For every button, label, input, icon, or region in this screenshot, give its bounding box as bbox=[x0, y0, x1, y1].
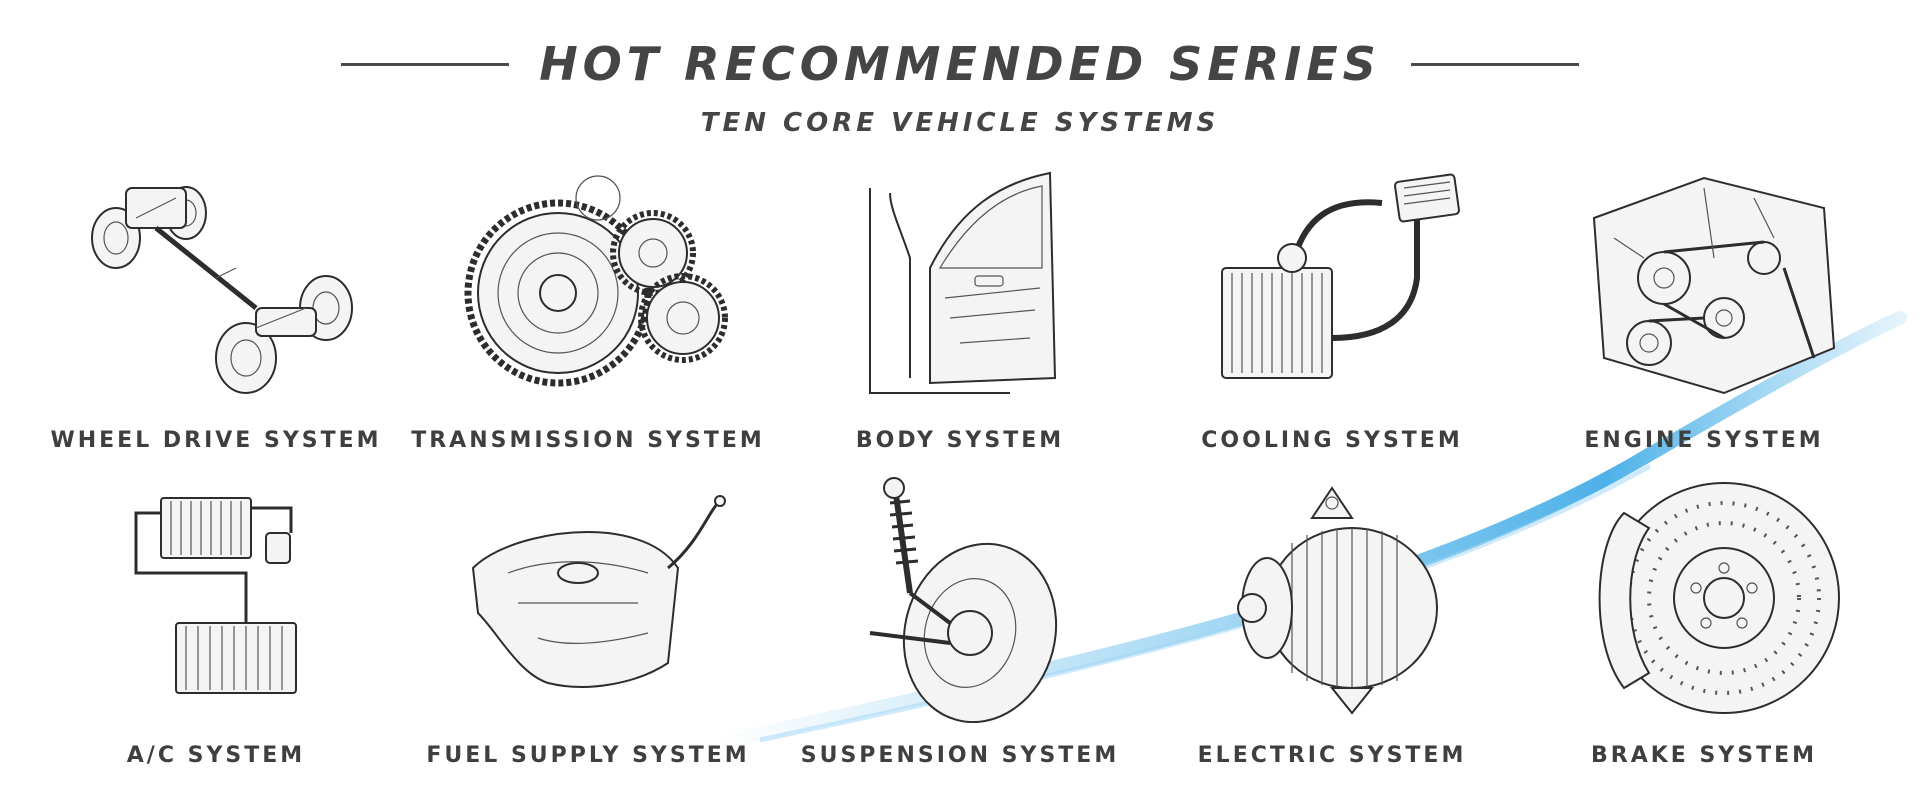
system-card-body[interactable]: BODY SYSTEM bbox=[774, 150, 1146, 465]
system-card-wheel-drive[interactable]: WHEEL DRIVE SYSTEM bbox=[30, 150, 402, 465]
car-door-icon bbox=[810, 158, 1110, 408]
system-label: BODY SYSTEM bbox=[855, 428, 1065, 453]
wheel-drive-chassis-icon bbox=[66, 158, 366, 408]
engine-icon bbox=[1554, 158, 1854, 408]
radiator-icon bbox=[1182, 158, 1482, 408]
title-row: HOT RECOMMENDED SERIES bbox=[0, 34, 1920, 94]
systems-grid: WHEEL DRIVE SYSTEM TRANSMISSION SYSTEM bbox=[30, 150, 1890, 780]
system-label: A/C SYSTEM bbox=[126, 743, 306, 768]
system-card-brake[interactable]: BRAKE SYSTEM bbox=[1518, 465, 1890, 780]
alternator-icon bbox=[1182, 473, 1482, 723]
system-label: COOLING SYSTEM bbox=[1201, 428, 1463, 453]
system-card-engine[interactable]: ENGINE SYSTEM bbox=[1518, 150, 1890, 465]
system-card-electric[interactable]: ELECTRIC SYSTEM bbox=[1146, 465, 1518, 780]
system-card-transmission[interactable]: TRANSMISSION SYSTEM bbox=[402, 150, 774, 465]
system-label: ENGINE SYSTEM bbox=[1584, 428, 1824, 453]
title-divider-right bbox=[1410, 62, 1579, 66]
header: HOT RECOMMENDED SERIES TEN CORE VEHICLE … bbox=[0, 34, 1920, 138]
system-label: SUSPENSION SYSTEM bbox=[800, 743, 1120, 768]
brake-disc-icon bbox=[1554, 473, 1854, 723]
system-label: ELECTRIC SYSTEM bbox=[1197, 743, 1467, 768]
title-divider-left bbox=[341, 62, 510, 66]
system-label: FUEL SUPPLY SYSTEM bbox=[426, 743, 750, 768]
page-title: HOT RECOMMENDED SERIES bbox=[539, 37, 1381, 91]
system-card-suspension[interactable]: SUSPENSION SYSTEM bbox=[774, 465, 1146, 780]
suspension-strut-icon bbox=[810, 473, 1110, 724]
system-label: BRAKE SYSTEM bbox=[1590, 743, 1818, 768]
system-label: TRANSMISSION SYSTEM bbox=[411, 428, 765, 453]
page-subtitle: TEN CORE VEHICLE SYSTEMS bbox=[700, 108, 1220, 138]
system-card-fuel-supply[interactable]: FUEL SUPPLY SYSTEM bbox=[402, 465, 774, 780]
gear-transmission-icon bbox=[438, 158, 738, 408]
system-card-ac[interactable]: A/C SYSTEM bbox=[30, 465, 402, 780]
ac-condenser-icon bbox=[66, 473, 366, 723]
system-label: WHEEL DRIVE SYSTEM bbox=[50, 428, 382, 453]
system-card-cooling[interactable]: COOLING SYSTEM bbox=[1146, 150, 1518, 465]
fuel-tank-icon bbox=[438, 473, 738, 723]
